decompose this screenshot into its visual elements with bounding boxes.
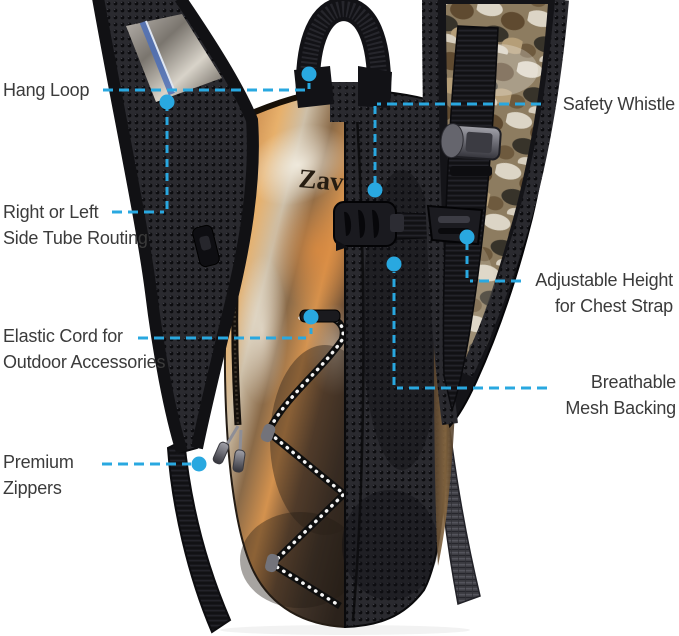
callout-text: Safety Whistle [562, 94, 675, 114]
callout-dot-premium-zippers [191, 456, 207, 472]
callout-text: Right or Left [3, 202, 99, 222]
elastic-cord [260, 309, 350, 609]
shoulder-strap-left [92, 0, 259, 454]
strap-keeper [450, 166, 492, 176]
callout-text: Side Tube Routing [3, 228, 148, 248]
ground-shadow [220, 625, 470, 635]
callout-dots [159, 66, 475, 472]
callout-text: Premium [3, 452, 74, 472]
callout-label-safety-whistle: Safety Whistle [563, 91, 675, 117]
callout-text: Zippers [3, 478, 62, 498]
callout-text: Breathable [590, 372, 676, 392]
callout-label-mesh-backing: Breathable Mesh Backing [565, 369, 676, 421]
callout-dot-elastic-cord [303, 309, 319, 325]
callout-dot-safety-whistle [367, 182, 383, 198]
callout-text: Mesh Backing [565, 398, 676, 418]
callout-leader-lines [102, 79, 547, 466]
callout-dot-tube-routing [159, 94, 175, 110]
shoulder-strap-right [422, 0, 569, 429]
callout-text: for Chest Strap [554, 296, 673, 316]
callout-text: Hang Loop [3, 80, 90, 100]
callout-label-hang-loop: Hang Loop [3, 77, 89, 103]
brand-text: Zav [297, 163, 345, 197]
callout-label-elastic-cord: Elastic Cord for Outdoor Accessories [3, 323, 165, 375]
callout-label-chest-strap: Adjustable Height for Chest Strap [535, 267, 673, 319]
zipper-pulls [212, 425, 246, 473]
callout-dot-hang-loop [301, 66, 317, 82]
callout-text: Elastic Cord for [3, 326, 123, 346]
hang-loop [294, 0, 392, 108]
callout-label-tube-routing: Right or Left Side Tube Routing [3, 199, 148, 251]
callout-text: Outdoor Accessories [3, 352, 166, 372]
callout-text: Adjustable Height [535, 270, 673, 290]
strap-slider-buckle [440, 123, 502, 161]
safety-whistle-buckle [333, 201, 404, 251]
left-strap-webbing-end [166, 438, 232, 634]
tube-sleeve-holo-insert [126, 14, 222, 102]
callout-label-premium-zippers: Premium Zippers [3, 449, 74, 501]
callout-dot-chest-strap [459, 229, 475, 245]
callout-dot-mesh-backing [386, 256, 402, 272]
strap-clip [192, 224, 220, 268]
